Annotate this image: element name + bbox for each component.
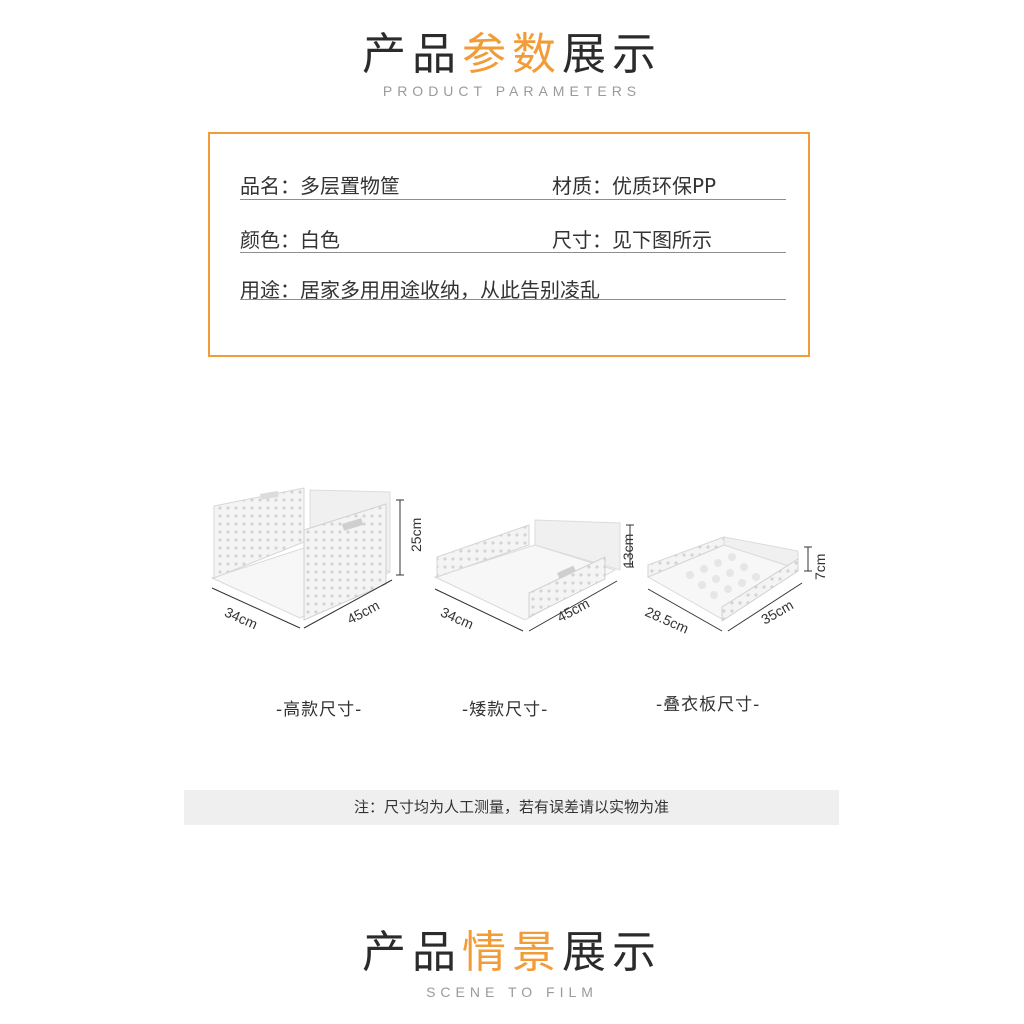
short-height-label: 13cm xyxy=(620,533,636,568)
param-divider xyxy=(240,299,786,300)
board-caption: -叠衣板尺寸- xyxy=(656,695,761,715)
params-section-title: 产品参数展示 xyxy=(0,18,1024,82)
param-divider xyxy=(240,252,786,253)
tall-height-label: 25cm xyxy=(408,517,424,552)
param-color: 颜色：白色 xyxy=(240,228,340,252)
param-name: 品名：多层置物筐 xyxy=(240,174,400,198)
short-basket-image xyxy=(433,519,634,632)
params-section-subtitle: PRODUCT PARAMETERS xyxy=(382,83,642,99)
tall-caption: -高款尺寸- xyxy=(276,700,363,720)
params-title-post: 展示 xyxy=(562,29,662,80)
param-material: 材质：优质环保PP xyxy=(552,174,717,198)
scene-section-subtitle: SCENE TO FILM xyxy=(426,984,598,1000)
scene-title-highlight: 情景 xyxy=(462,927,562,978)
folding-board-image xyxy=(646,536,812,632)
measurement-note: 注：尺寸均为人工测量，若有误差请以实物为准 xyxy=(184,790,839,825)
scene-title-post: 展示 xyxy=(562,927,662,978)
param-divider xyxy=(240,199,786,200)
params-box: 品名：多层置物筐 材质：优质环保PP 颜色：白色 尺寸：见下图所示 用途：居家多… xyxy=(208,132,810,357)
short-caption: -矮款尺寸- xyxy=(462,700,549,720)
param-usage: 用途：居家多用用途收纳，从此告别凌乱 xyxy=(240,278,600,302)
tall-basket-image xyxy=(210,487,404,629)
scene-title-pre: 产品 xyxy=(362,927,462,978)
params-title-highlight: 参数 xyxy=(462,29,562,80)
scene-section-title: 产品情景展示 xyxy=(0,916,1024,980)
board-height-label: 7cm xyxy=(812,553,828,580)
params-title-pre: 产品 xyxy=(362,29,462,80)
param-size: 尺寸：见下图所示 xyxy=(552,228,712,252)
